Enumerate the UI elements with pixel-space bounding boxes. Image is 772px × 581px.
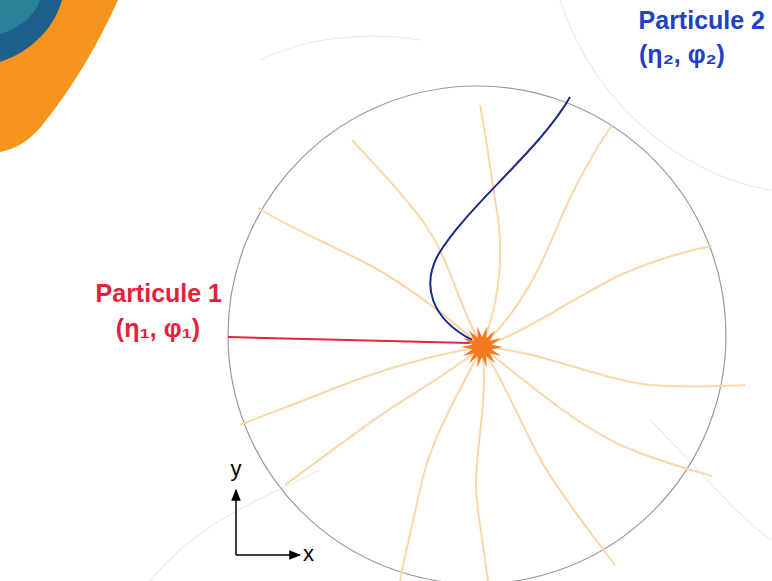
particle-name: Particule 1 [96,279,222,308]
collision-burst [461,327,503,368]
corner-panel [0,0,40,34]
corner-panel [0,0,62,62]
particle-1-track [228,337,470,343]
axis-label: x [303,541,314,566]
axis-label: y [231,456,242,481]
detector-circle [228,86,726,581]
particle-2-track [430,97,570,340]
corner-band [0,0,118,152]
y-axis-arrow [235,490,237,555]
particle-name: Particule 2 [639,6,765,35]
particle-tracks [240,105,745,581]
particle-coordinates: (η₂, φ₂) [639,40,725,69]
x-axis-arrow [236,554,300,556]
background-curves [150,0,772,581]
particle-coordinates: (η₁, φ₁) [116,314,200,343]
